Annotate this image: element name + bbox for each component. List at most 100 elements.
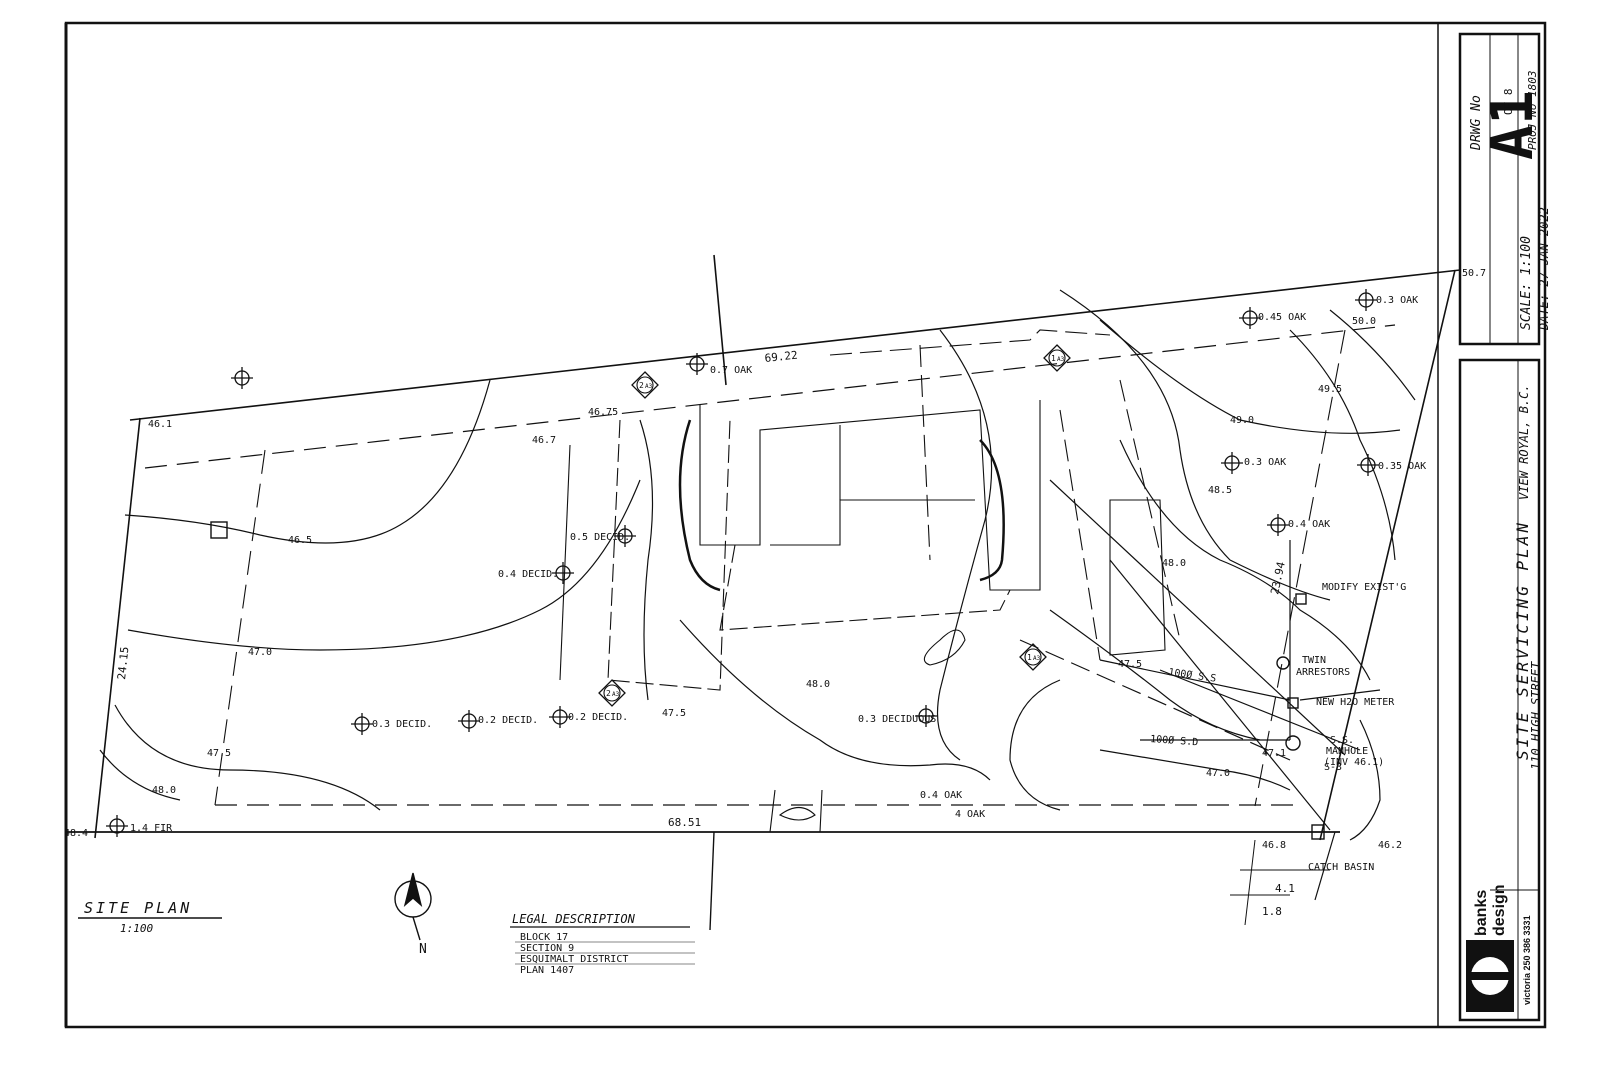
tree-label: 0.3 DECIDUOUS [858,714,936,725]
storm-pipe-label: 100Ø S.D [1150,733,1199,748]
section-marker-circle [603,684,621,702]
tree-label: 0.3 OAK [1376,295,1418,306]
water-meter-symbol [1287,697,1299,709]
tree-crosshair [351,713,373,735]
tree-crosshair [686,353,708,375]
elevation-label: 48.5 [1208,485,1232,496]
date-text: DATE: 27 JAN 2022 [1537,207,1551,331]
tree-crosshair [231,367,253,389]
elevation-label: 47.5 [662,708,686,719]
section-marker-number: 2 [639,381,644,390]
sewer-pipe-label: 100Ø S.S [1168,666,1217,685]
tree-label: 0.2 DECID. [568,712,628,723]
tree-label: 0.7 OAK [710,365,752,376]
tree-crosshair [1239,307,1261,329]
tree-crosshair [1357,454,1379,476]
elevation-label: 47.5 [1118,659,1142,670]
south-length: 68.51 [668,816,701,829]
section-marker-sheet: A3 [1033,655,1041,662]
site-location: VIEW ROYAL, B.C. [1517,384,1531,500]
tree-label: 0.2 DECID. [478,715,538,726]
drawing-number: A1 [1478,90,1546,160]
tree-label: 0.5 DECID. [570,532,630,543]
service-labels: MODIFY EXIST'G TWIN ARRESTORS NEW H2O ME… [1150,582,1407,873]
elevation-label: 46.7 [532,435,556,446]
modify-existing-label: MODIFY EXIST'G [1322,582,1406,593]
twin-arrestor-symbol [1276,656,1290,670]
twin-arrestors-label: ARRESTORS [1296,667,1350,678]
tree-crosshair [614,525,636,547]
west-length: 24.15 [115,646,131,680]
tree-label: 1.4 FIR [130,823,173,834]
legal-description-heading: LEGAL DESCRIPTION [512,912,636,926]
manhole-symbol [1285,735,1301,751]
tree-crosshair [1355,289,1377,311]
section-marker-sheet: A3 [645,383,653,390]
tree-label: 0.4 OAK [920,790,962,801]
drawing-no-label: DRWG No [1469,95,1484,151]
firm-contact: victoria 250 386 3331 [1522,915,1532,1005]
legal-line: BLOCK 17 [520,932,568,943]
east-length: 23.94 [1268,560,1288,595]
tree-crosshair [1267,514,1289,536]
site-plan-title-block: SITE PLAN 1:100 [78,899,222,935]
manhole-label: S.S. [1330,735,1354,746]
section-marker-diamond [631,371,659,399]
elevation-label: 46.75 [588,407,618,418]
tree-label: 0.45 OAK [1258,312,1306,323]
manhole-invert-label: (INV 46.1) [1324,757,1384,768]
elevation-label: 48.0 [152,785,176,796]
section-marker-diamond [598,679,626,707]
contour-lines [99,289,1416,841]
tree-label: 0.3 DECID. [372,719,432,730]
tree-label: 0.4 DECID. [498,569,558,580]
tree-label: 4 OAK [955,809,985,820]
lot-marker-square [210,521,228,539]
dimension-1-8: 1.8 [1262,905,1282,918]
elevation-label: 47.5 [207,748,231,759]
legal-description: LEGAL DESCRIPTION BLOCK 17 SECTION 9 ESQ… [510,912,695,976]
elevation-labels: 46.1 46.75 46.7 46.5 47.0 47.5 48.0 48.4… [64,268,1486,851]
tree-crosshair [549,706,571,728]
site-plan-title: SITE PLAN [84,899,192,917]
section-marker-number: 2 [606,689,611,698]
section-marker-diamond [1019,643,1047,671]
tree-symbols [106,289,1379,837]
elevation-label: 46.1 [148,419,172,430]
elevation-label: 48.0 [1162,558,1186,569]
sheet-title: SITE SERVICING PLAN [1513,520,1532,760]
section-marker-number: 1 [1051,354,1056,363]
elevation-label: S-3 [1324,762,1342,773]
north-arrow: N [394,872,432,957]
elevation-label: 47.1 [1262,748,1286,759]
section-marker-sheet: A3 [612,691,620,698]
scale-text: SCALE: 1:100 [1519,236,1534,330]
site-address: 110 HIGH STREET [1529,661,1543,770]
elevation-label: 46.8 [1262,840,1286,851]
legal-line: SECTION 9 [520,943,574,954]
section-marker-circle [636,376,654,394]
service-features [210,521,1325,840]
sheet-of-count: OF 8 [1502,89,1515,116]
service-lines [709,254,1381,931]
tree-label: 0.35 OAK [1378,461,1426,472]
twin-label: TWIN [1302,655,1326,666]
section-marker-circle [1024,648,1042,666]
legal-line: ESQUIMALT DISTRICT [520,954,628,965]
north-arrow-label: N [419,942,427,957]
building-footprint [559,329,1181,833]
elevation-label: 49.0 [1230,415,1254,426]
elevation-label: 46.5 [288,535,312,546]
water-meter-label: NEW H2O METER [1316,697,1395,708]
elevation-label: 50.0 [1352,316,1376,327]
section-marker-sheet: A3 [1057,356,1065,363]
tree-crosshair [915,705,937,727]
firm-name-banks: banks [1473,890,1490,936]
tree-labels: 0.7 OAK 0.45 OAK 0.3 OAK 0.3 OAK 0.35 OA… [130,295,1426,834]
elevation-label: 46.2 [1378,840,1402,851]
property-lines [66,269,1461,841]
section-marker-circle [1048,349,1066,367]
elevation-label: 50.7 [1462,268,1486,279]
